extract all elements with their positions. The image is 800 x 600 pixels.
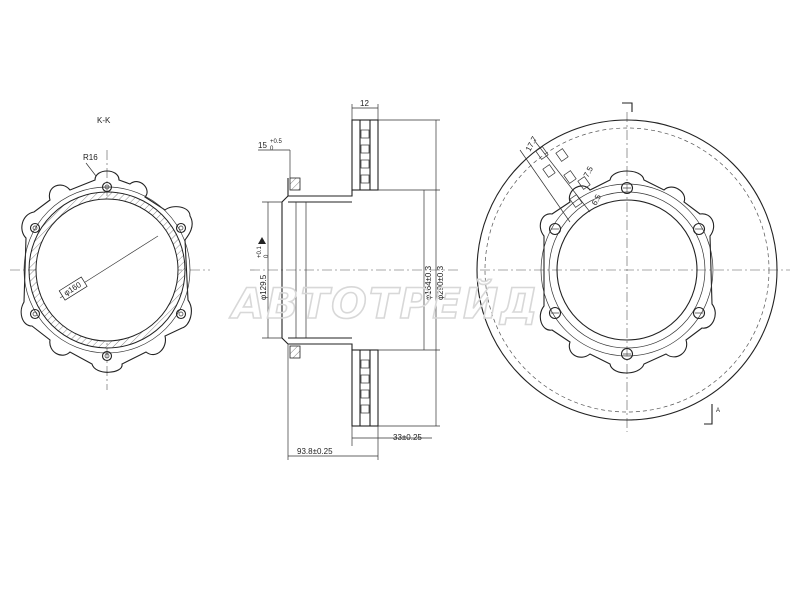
dim-chamfer-tol-upper: +0.5 [270,139,283,145]
dim-hub-diameter: φ129.5 [259,274,268,300]
left-view-section-kk: K-K R16 φ160 [10,116,210,390]
dim-hub-tol-lower: 0 [264,254,270,258]
right-view-front: 17.7 7.5 6.5 A [476,102,790,432]
watermark-text: АВТОТРЕЙД [229,278,540,328]
radius-label-r16: R16 [83,153,98,162]
left-bolt-holes [29,181,187,362]
detail-callout: 17.7 7.5 6.5 [519,134,603,223]
dim-outer-diameter: φ290±0.3 [436,265,445,300]
middle-view-section: 12 15 +0.5 0 [250,99,460,460]
left-flange-outline [20,170,193,373]
right-bolt-holes [548,181,706,361]
dim-hub-tol-upper: +0.1 [257,245,263,258]
dim-mid-diameter: φ164±0.3 [424,265,433,300]
section-label-kk: K-K [97,116,111,125]
section-mark-bottom [704,404,713,425]
dim-detail-b: 7.5 [582,164,595,179]
dim-width-12: 12 [360,99,369,108]
right-flange-outline [539,170,716,374]
section-mark-top [622,102,633,112]
dim-chamfer-15: 15 [258,141,267,150]
dim-thickness: 33±0.25 [393,433,422,442]
dim-overall-height: 93.8±0.25 [297,447,333,456]
dim-chamfer-tol-lower: 0 [270,146,274,152]
section-mark-label: A [716,408,720,414]
